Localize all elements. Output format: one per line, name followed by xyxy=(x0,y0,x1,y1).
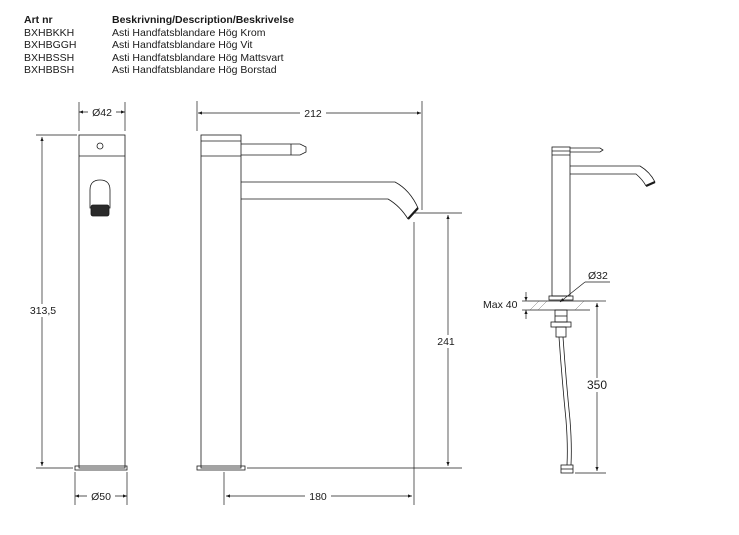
front-body xyxy=(78,134,126,469)
row-art-nr: BXHBKKH xyxy=(24,26,75,39)
label-hole-diameter: Ø32 xyxy=(588,270,608,282)
dim-base-to-spout xyxy=(223,222,415,505)
side-view xyxy=(196,134,419,471)
spec-table: Art nr Beskrivning/Description/Beskrivel… xyxy=(24,14,294,77)
label-base-diameter: Ø50 xyxy=(91,491,111,503)
spout-outlet xyxy=(407,207,419,220)
row-art-nr: BXHBGGH xyxy=(24,39,77,52)
table-row: BXHBSSH Asti Handfatsblandare Hög Mattsv… xyxy=(24,52,294,65)
row-description: Asti Handfatsblandare Hög Mattsvart xyxy=(112,51,284,64)
label-total-height: 313,5 xyxy=(30,305,56,317)
front-view xyxy=(74,134,128,471)
dim-total-height xyxy=(36,134,77,469)
label-max-thickness: Max 40 xyxy=(483,299,518,311)
label-spout-height: 241 xyxy=(437,336,455,348)
threaded-shank xyxy=(555,326,567,338)
install-view xyxy=(528,146,656,474)
table-row: BXHBGGH Asti Handfatsblandare Hög Vit xyxy=(24,39,294,52)
front-lever-hole xyxy=(96,142,104,150)
row-art-nr: BXHBSSH xyxy=(24,51,75,64)
row-description: Asti Handfatsblandare Hög Vit xyxy=(112,39,253,52)
side-spout xyxy=(241,181,419,220)
install-body xyxy=(551,146,571,297)
header-art-nr: Art nr xyxy=(24,14,53,26)
install-lever xyxy=(570,147,604,153)
label-top-diameter: Ø42 xyxy=(92,107,112,119)
header-description: Beskrivning/Description/Beskrivelse xyxy=(112,14,295,26)
install-base xyxy=(548,295,574,301)
spec-table-header: Art nr Beskrivning/Description/Beskrivel… xyxy=(24,14,294,27)
dim-max-thickness xyxy=(522,292,528,319)
row-art-nr: BXHBBSH xyxy=(24,64,75,77)
front-base xyxy=(74,465,128,471)
table-row: BXHBBSH Asti Handfatsblandare Hög Borsta… xyxy=(24,64,294,77)
row-description: Asti Handfatsblandare Hög Borstad xyxy=(112,64,277,77)
aerator-housing xyxy=(89,179,111,209)
label-hose-length: 350 xyxy=(587,378,607,392)
side-lever xyxy=(241,143,307,156)
table-row: BXHBKKH Asti Handfatsblandare Hög Krom xyxy=(24,27,294,40)
supply-hose xyxy=(558,336,568,466)
mounting-plate xyxy=(550,321,572,328)
row-description: Asti Handfatsblandare Hög Krom xyxy=(112,26,266,39)
dim-spout-height xyxy=(247,212,462,469)
install-spout xyxy=(570,165,656,187)
countertop-hatch xyxy=(529,300,585,311)
label-base-to-spout: 180 xyxy=(309,491,327,503)
label-reach: 212 xyxy=(304,108,322,120)
aerator-icon xyxy=(90,204,110,217)
dim-hole-diameter xyxy=(559,281,610,303)
side-base xyxy=(196,465,246,471)
side-body xyxy=(200,134,242,469)
